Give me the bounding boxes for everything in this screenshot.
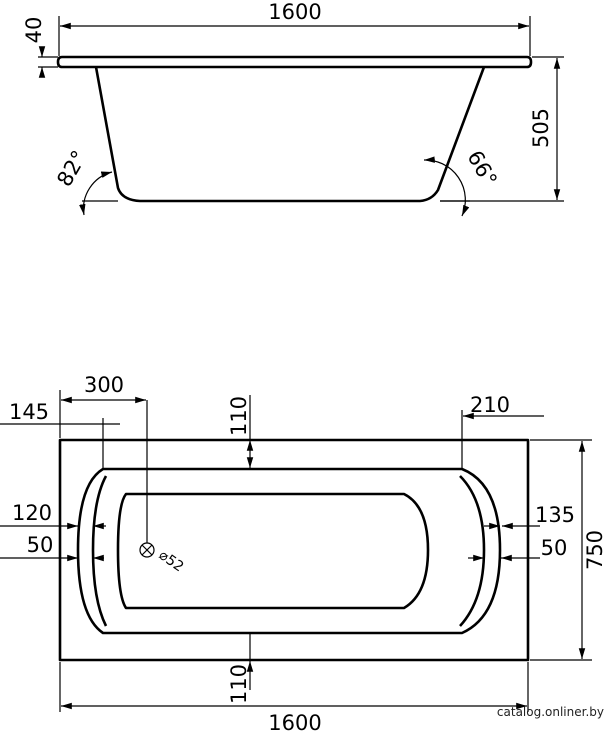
top-inner-tub [76, 467, 502, 635]
rim-thickness-label: 40 [22, 17, 46, 44]
angle-right-label: 66° [462, 146, 501, 190]
drain-offset-label: 300 [84, 373, 124, 397]
top-outer-rim [58, 438, 530, 662]
depth-label: 505 [529, 108, 553, 148]
width-label: 750 [583, 530, 607, 570]
side-view: 1600 40 505 82° 66° [22, 0, 564, 217]
side-rim [56, 55, 533, 69]
top-basin [116, 492, 430, 610]
drain-diameter-label: ⌀52 [156, 547, 187, 575]
right-wall-label: 135 [535, 503, 575, 527]
right-rim-label: 50 [541, 536, 568, 560]
left-wall-label: 120 [12, 501, 52, 525]
bottom-length-label: 1600 [268, 711, 321, 734]
top-view: ⌀52 300 145 110 210 120 50 135 50 [0, 373, 607, 734]
right-inset-label: 210 [470, 393, 510, 417]
top-inner-wall [91, 475, 108, 627]
side-tub-body [94, 66, 486, 203]
watermark: catalog.onliner.by [497, 705, 604, 719]
left-inset-label: 145 [9, 400, 49, 424]
top-margin-label: 110 [227, 396, 251, 436]
left-rim-label: 50 [27, 533, 54, 557]
bottom-margin-label: 110 [227, 664, 251, 704]
side-length-label: 1600 [268, 0, 321, 24]
angle-left-label: 82° [52, 146, 91, 190]
